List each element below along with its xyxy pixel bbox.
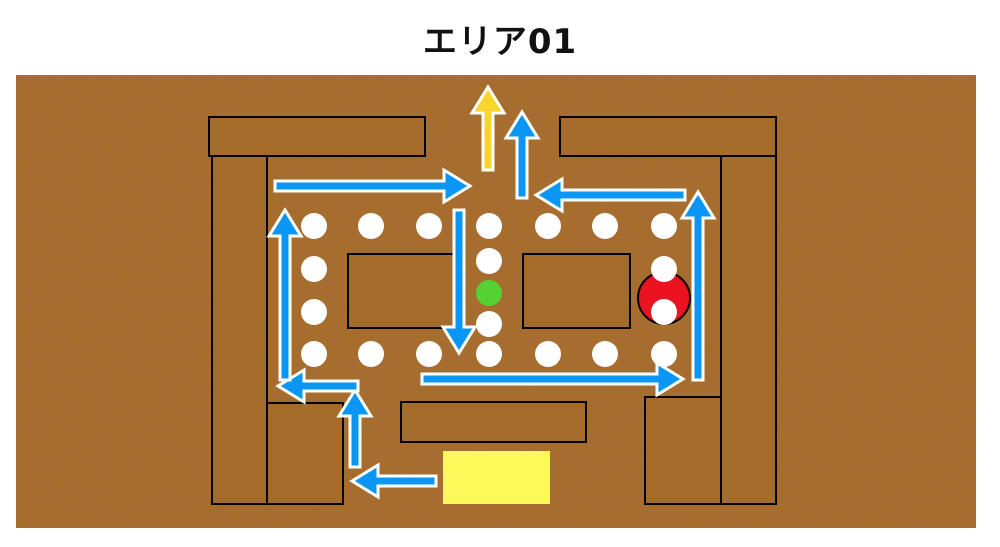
arrow-top-left-right-icon <box>273 167 473 205</box>
arrow-bottom-left-up-icon <box>336 387 374 469</box>
seat[interactable] <box>416 213 442 239</box>
top-right-counter <box>559 116 777 157</box>
seat-layer <box>301 213 677 367</box>
arrow-exit-up-blue-icon <box>503 109 541 200</box>
bottom-right-box <box>644 396 722 505</box>
seat[interactable] <box>416 341 442 367</box>
arrow-exit-up-yellow-icon <box>469 84 507 172</box>
arrow-left-up-icon <box>266 207 304 382</box>
seat[interactable] <box>301 256 327 282</box>
seat[interactable] <box>358 341 384 367</box>
seat[interactable] <box>535 213 561 239</box>
arrow-bottom-left-turn-left-icon <box>275 367 360 405</box>
route-arrows <box>266 84 717 500</box>
seat[interactable] <box>651 341 677 367</box>
left-column <box>211 155 268 505</box>
seat[interactable] <box>651 256 677 282</box>
seat[interactable] <box>651 299 677 325</box>
entrance-zone[interactable] <box>443 451 550 504</box>
seat[interactable] <box>301 213 327 239</box>
arrow-center-down-icon <box>440 208 478 356</box>
seat[interactable] <box>476 311 502 337</box>
seat[interactable] <box>476 248 502 274</box>
seat[interactable] <box>651 213 677 239</box>
arrow-top-right-left-icon <box>533 176 687 214</box>
page-title: エリア01 <box>422 22 578 62</box>
green-seat[interactable] <box>476 280 502 306</box>
seat[interactable] <box>535 341 561 367</box>
top-left-counter <box>208 116 426 157</box>
seat[interactable] <box>476 213 502 239</box>
seat[interactable] <box>301 341 327 367</box>
seat[interactable] <box>301 299 327 325</box>
seat[interactable] <box>358 213 384 239</box>
arrow-entrance-left-icon <box>349 462 438 500</box>
seat[interactable] <box>592 213 618 239</box>
furniture-layer <box>208 116 777 505</box>
bottom-counter <box>400 401 587 443</box>
center-right-table <box>522 253 631 329</box>
arrow-bottom-right-icon <box>420 360 686 398</box>
arrow-right-up-icon <box>679 189 717 382</box>
seat[interactable] <box>592 341 618 367</box>
right-column <box>720 155 777 505</box>
seat[interactable] <box>476 341 502 367</box>
center-left-table <box>347 253 456 329</box>
bottom-left-box <box>266 402 344 505</box>
